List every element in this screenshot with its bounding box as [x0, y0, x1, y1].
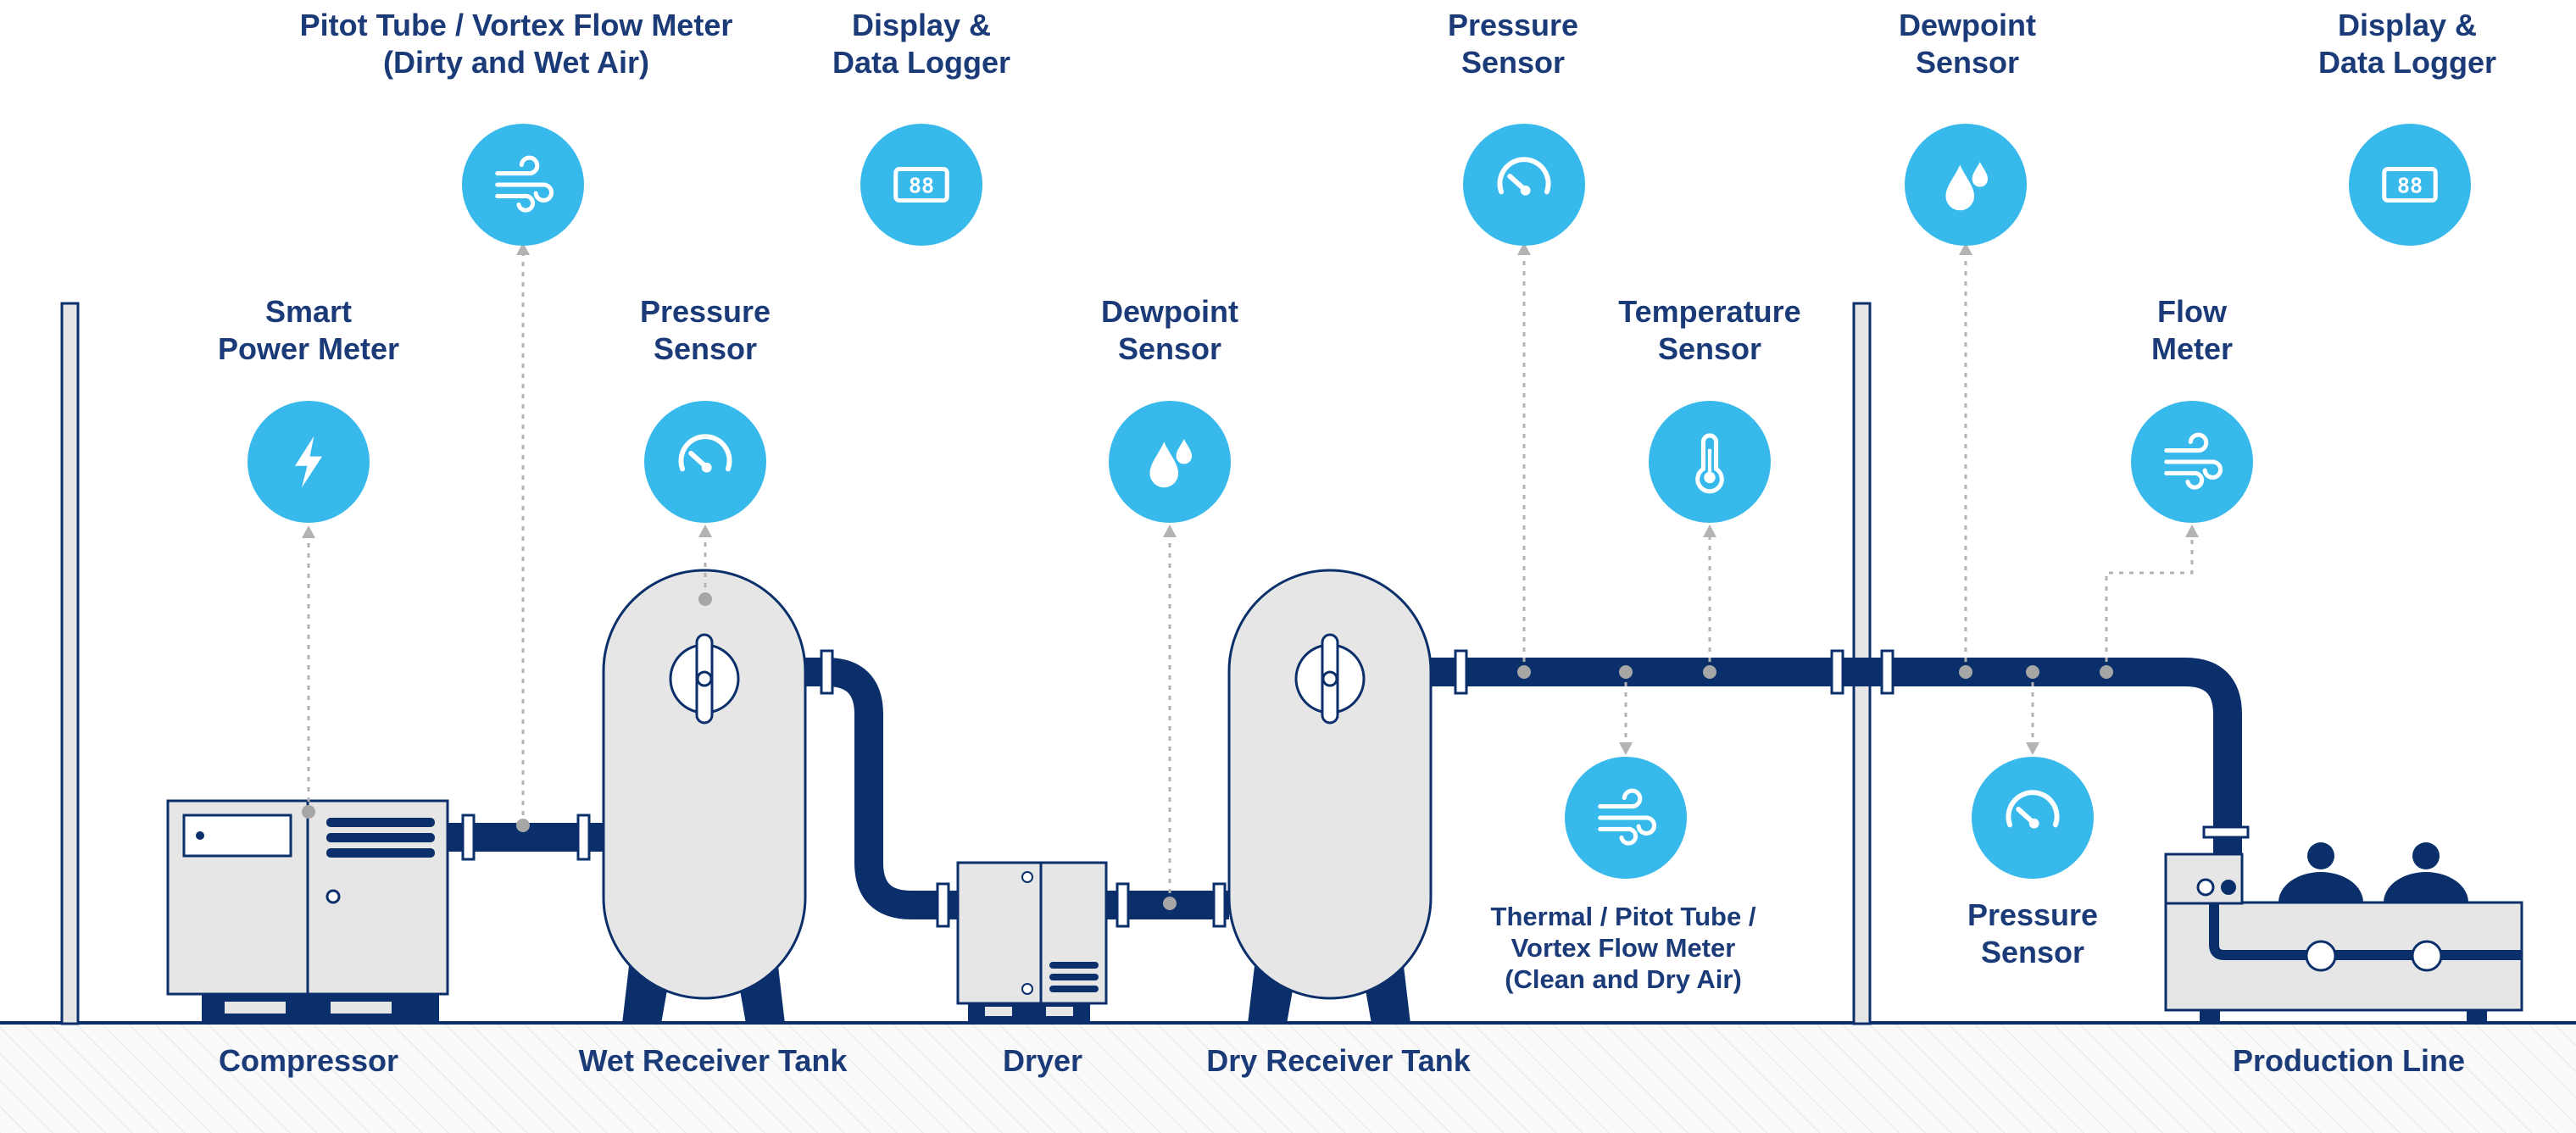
label-line: Flow [2157, 294, 2227, 329]
label-line: Data Logger [832, 44, 1011, 80]
label-line: Vortex Flow Meter [1511, 933, 1736, 964]
label-temperature: Temperature Sensor [1618, 293, 1800, 368]
dryer [956, 861, 1108, 1024]
label-line: Power Meter [217, 330, 400, 366]
label-smart-power-meter: Smart Power Meter [218, 293, 399, 368]
dry-receiver-tank [1227, 569, 1433, 1024]
label-dryer: Dryer [1002, 1043, 1083, 1078]
label-dry-receiver-tank: Dry Receiver Tank [1206, 1043, 1471, 1078]
label-display-logger-1: Display & Data Logger [832, 7, 1010, 81]
airflow-icon [1565, 757, 1687, 879]
label-line: Smart [264, 294, 353, 329]
pipe-wet-tank-to-dryer [805, 658, 958, 919]
leader-arrowheads [302, 242, 2199, 755]
gauge-icon [1972, 757, 2094, 879]
label-line: Pressure [1967, 897, 2099, 932]
digital-display-icon [2349, 124, 2471, 246]
label-line: Dewpoint [1101, 294, 1238, 329]
pipe-flanges [461, 649, 2250, 928]
label-pressure-wet: Pressure Sensor [640, 293, 771, 368]
label-thermal-flow: Thermal / Pitot Tube / Vortex Flow Meter… [1491, 901, 1756, 996]
label-pitot-vortex-dirty: Pitot Tube / Vortex Flow Meter (Dirty an… [300, 7, 733, 81]
label-line: Pressure [639, 294, 771, 329]
label-dewpoint-line: Dewpoint Sensor [1899, 7, 2036, 81]
label-flow-meter: Flow Meter [2151, 293, 2233, 368]
label-production-line: Production Line [2233, 1043, 2465, 1078]
thermometer-icon [1649, 401, 1771, 523]
airflow-icon [462, 124, 584, 246]
wall-left [60, 302, 80, 1025]
label-line: Sensor [1460, 44, 1566, 80]
sensor-tap-points [302, 592, 2113, 910]
production-line [2164, 842, 2523, 1024]
label-line: (Dirty and Wet Air) [382, 44, 650, 80]
label-line: Sensor [1980, 934, 2085, 969]
label-line: Pitot Tube / Vortex Flow Meter [299, 8, 733, 42]
label-pressure-main: Pressure Sensor [1448, 7, 1578, 81]
ground [0, 1023, 2576, 1133]
leader-lines [307, 255, 2194, 903]
label-line: Dewpoint [1899, 8, 2036, 42]
label-line: Temperature [1618, 294, 1801, 329]
compressor [166, 799, 449, 1024]
label-line: Meter [2150, 330, 2234, 366]
label-line: Thermal / Pitot Tube / [1490, 902, 1756, 931]
label-line: Display & [851, 8, 992, 42]
sensor-icons [248, 124, 2471, 879]
label-line: Sensor [653, 330, 758, 366]
airflow-icon [2131, 401, 2253, 523]
label-wet-receiver-tank: Wet Receiver Tank [578, 1043, 848, 1078]
gauge-icon [1463, 124, 1585, 246]
label-pressure-line: Pressure Sensor [1967, 897, 2098, 971]
label-line: Pressure [1447, 8, 1579, 42]
label-line: Sensor [1915, 44, 2020, 80]
water-drops-icon [1905, 124, 2027, 246]
label-dewpoint-dryer: Dewpoint Sensor [1101, 293, 1238, 368]
wet-receiver-tank [602, 569, 807, 1024]
label-line: Data Logger [2317, 44, 2497, 80]
label-compressor: Compressor [218, 1043, 399, 1078]
gauge-icon [644, 401, 766, 523]
label-line: (Clean and Dry Air) [1505, 964, 1742, 995]
smart-power-meter-icon [248, 401, 370, 523]
label-line: Display & [2337, 8, 2478, 42]
label-display-logger-2: Display & Data Logger [2318, 7, 2496, 81]
water-drops-icon [1109, 401, 1231, 523]
label-line: Sensor [1117, 330, 1222, 366]
pipe-main-header [1431, 658, 2242, 854]
label-line: Sensor [1657, 330, 1762, 366]
digital-display-icon [860, 124, 982, 246]
